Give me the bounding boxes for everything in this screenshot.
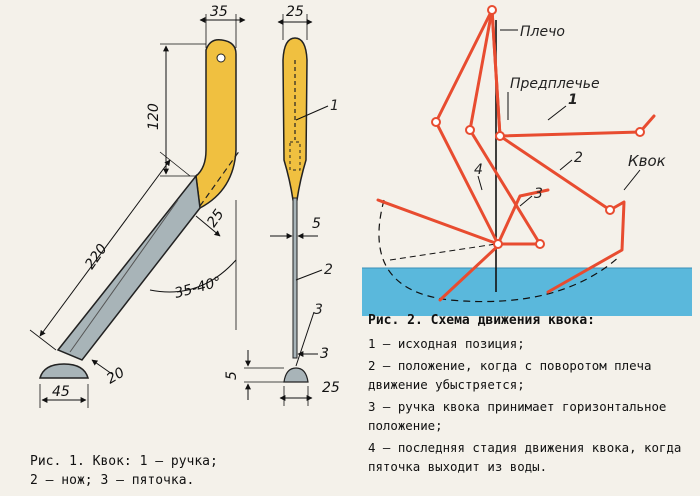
kvok-blade [56,174,201,361]
fig1-caption: Рис. 1. Квок: 1 – ручка; 2 – нож; 3 – пя… [30,452,330,490]
fig2-title: Рис. 2. Схема движения квока: [368,313,595,328]
legend-item-1: 1 – исходная позиция; [368,336,525,351]
kvok-side-view: 25 5 3 5 25 1 2 3 [224,4,340,406]
kvok-handle [195,38,237,210]
dim-25-blade: 25 [204,206,227,230]
dim-angle: 35-40° [173,274,223,302]
legend-item-2: 2 – положение, когда с поворотом плеча д… [368,358,652,392]
part-label-1: 1 [330,98,339,114]
water-area [362,268,692,316]
dim-120: 120 [146,103,162,130]
label-pos-2: 2 [574,150,583,166]
part-label-2: 2 [324,262,333,278]
label-pos-4: 4 [474,162,483,178]
dim-3: 3 [320,346,329,362]
fig1-caption-line2: 2 – нож; 3 – пяточка. [30,473,195,488]
dim-45: 45 [52,384,70,400]
dim-20: 20 [104,365,128,388]
dim-5-side: 5 [312,216,321,232]
arm-pos-2 [490,8,626,294]
label-forearm: Предплечье [510,76,600,92]
fig2-legend: 1 – исходная позиция; 2 – положение, ког… [368,334,694,479]
label-pos-3: 3 [534,186,543,202]
side-heel [283,367,309,383]
kvok-angled-view: 35 120 220 25 35-40° 20 45 [29,4,246,408]
part-label-3: 3 [314,302,323,318]
label-shoulder: Плечо [520,24,565,40]
legend-item-3: 3 – ручка квока принимает горизонтальное… [368,399,667,433]
fig1-caption-line1: Рис. 1. Квок: 1 – ручка; [30,454,218,469]
legend-item-4: 4 – последняя стадия движения квока, ког… [368,440,682,474]
label-pos-1: 1 [568,92,578,108]
handle-hole [216,53,226,63]
dim-25-top: 25 [286,4,304,20]
dim-35: 35 [210,4,228,20]
motion-scheme: Плечо Предплечье 1 2 3 4 Квок [362,5,692,316]
kvok-heel [39,363,89,379]
arm-pos-3 [438,8,542,302]
arm-pos-1 [490,8,656,138]
side-blade [292,197,298,359]
arm-pos-4 [376,8,500,246]
motion-arc [378,199,621,303]
dim-25-bottom: 25 [322,380,340,396]
label-kvok: Квок [628,152,666,170]
dim-5-heel: 5 [224,371,240,380]
